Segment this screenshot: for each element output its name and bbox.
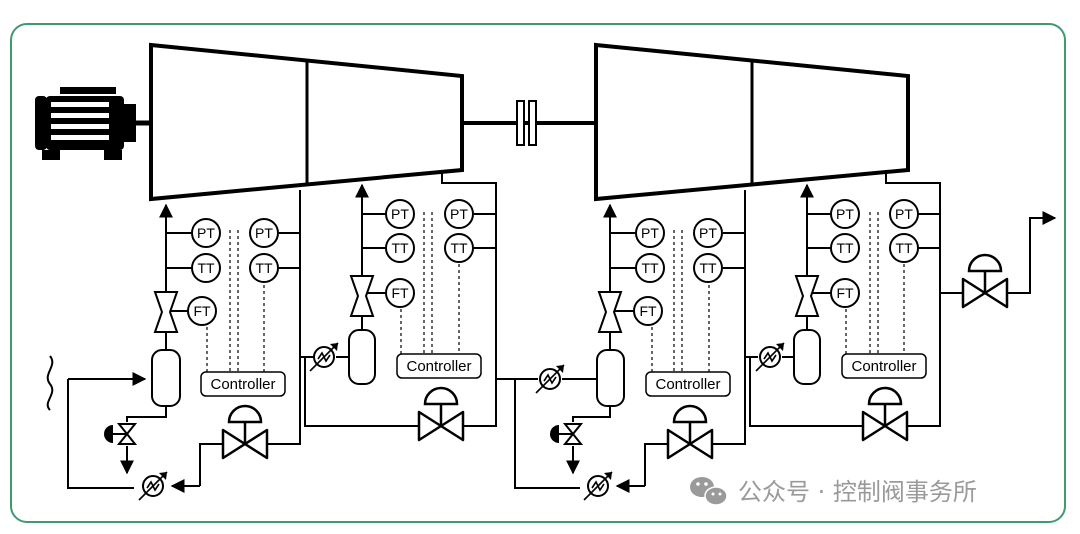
instrument-tt: TT [444, 233, 474, 263]
instrument-tt: TT [249, 253, 279, 283]
svg-text:TT: TT [836, 240, 854, 256]
coupling [462, 100, 596, 146]
compressor-2 [594, 42, 910, 202]
svg-text:Controller: Controller [406, 358, 471, 375]
instrument-ft: FT [187, 296, 217, 326]
instrument-pt: PT [249, 218, 279, 248]
svg-text:FT: FT [391, 285, 409, 301]
svg-text:PT: PT [255, 225, 273, 241]
instrument-tt: TT [191, 253, 221, 283]
svg-text:Controller: Controller [851, 358, 916, 375]
controller-box-1: Controller [200, 371, 286, 397]
svg-text:PT: PT [197, 225, 215, 241]
watermark-text: 公众号 · 控制阀事务所 [738, 478, 977, 506]
instrument-pt: PT [830, 199, 860, 229]
svg-text:Controller: Controller [655, 376, 720, 393]
svg-text:FT: FT [639, 303, 657, 319]
instrument-pt: PT [444, 199, 474, 229]
instrument-tt: TT [693, 253, 723, 283]
instrument-pt: PT [191, 218, 221, 248]
motor-icon [35, 87, 151, 160]
svg-text:TT: TT [895, 240, 913, 256]
watermark: 公众号 · 控制阀事务所 [690, 477, 977, 506]
controller-box-2: Controller [396, 353, 482, 379]
svg-text:FT: FT [836, 285, 854, 301]
instrument-pt: PT [385, 199, 415, 229]
svg-text:TT: TT [699, 260, 717, 276]
svg-text:TT: TT [641, 260, 659, 276]
svg-text:TT: TT [450, 240, 468, 256]
svg-text:Controller: Controller [210, 376, 275, 393]
instrument-ft: FT [633, 296, 663, 326]
separator-drums [151, 329, 821, 407]
wechat-icon [690, 477, 728, 506]
svg-text:TT: TT [197, 260, 215, 276]
instrument-pt: PT [635, 218, 665, 248]
svg-text:PT: PT [895, 206, 913, 222]
controller-box-4: Controller [841, 353, 927, 379]
instrument-tt: TT [889, 233, 919, 263]
instrument-ft: FT [830, 278, 860, 308]
instrument-ft: FT [385, 278, 415, 308]
process-piping [46, 172, 1057, 493]
svg-text:TT: TT [391, 240, 409, 256]
controller-box-3: Controller [645, 371, 731, 397]
svg-text:PT: PT [450, 206, 468, 222]
svg-text:FT: FT [193, 303, 211, 319]
compressor-1 [149, 42, 464, 202]
svg-text:PT: PT [836, 206, 854, 222]
signal-lines [206, 212, 905, 374]
svg-text:PT: PT [641, 225, 659, 241]
instrument-pt: PT [889, 199, 919, 229]
svg-text:TT: TT [255, 260, 273, 276]
instrument-pt: PT [693, 218, 723, 248]
svg-text:PT: PT [391, 206, 409, 222]
instrument-tt: TT [385, 233, 415, 263]
instrument-tt: TT [635, 253, 665, 283]
instrument-tt: TT [830, 233, 860, 263]
svg-text:PT: PT [699, 225, 717, 241]
